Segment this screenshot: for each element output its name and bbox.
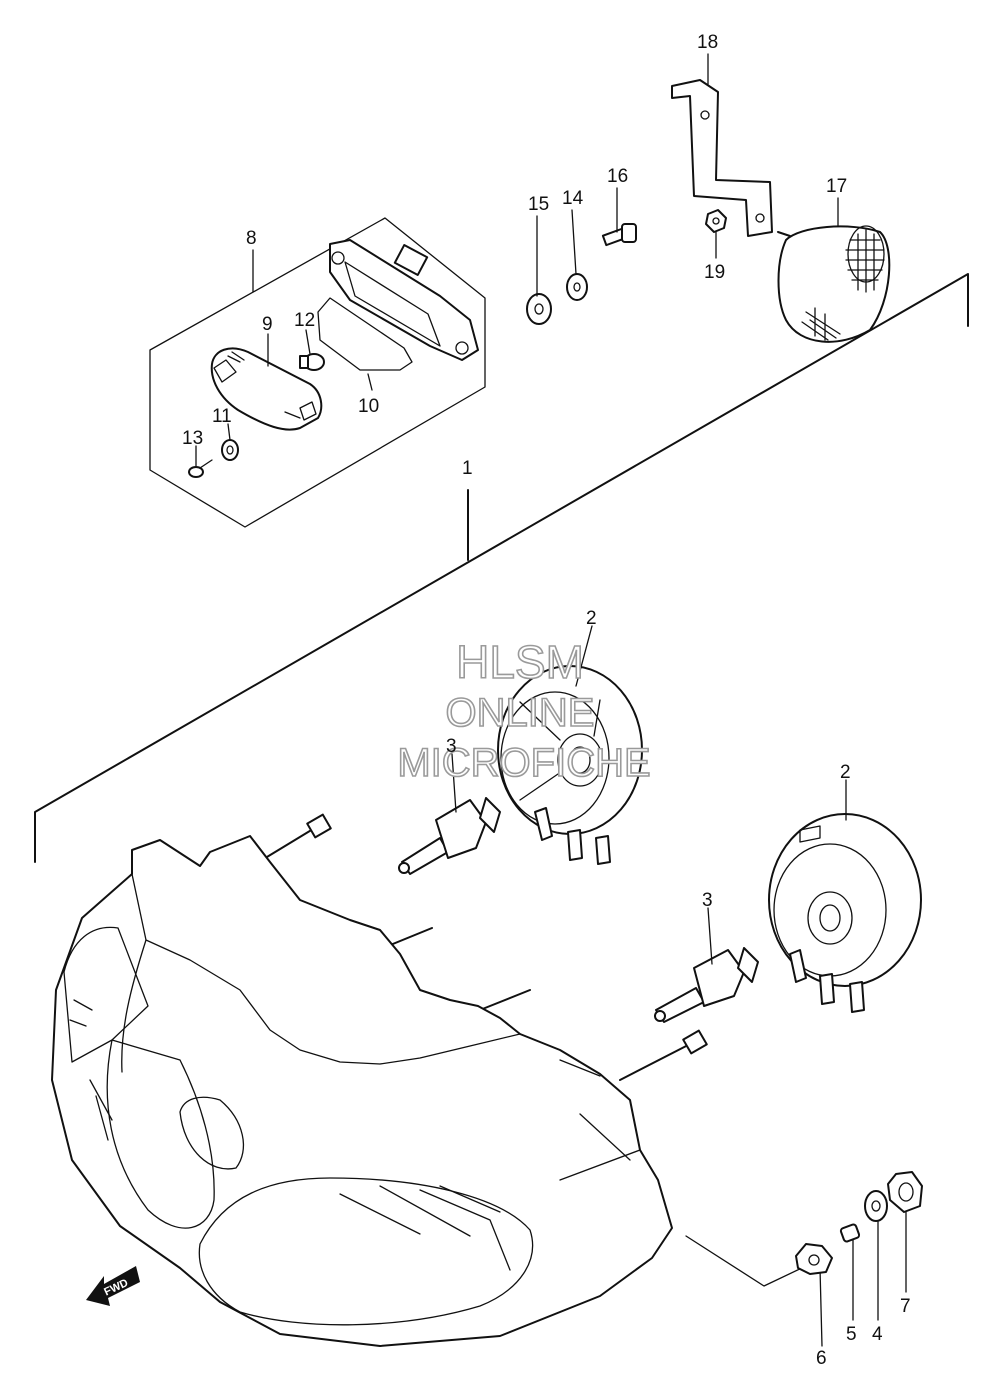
callout-13: 13 bbox=[182, 428, 203, 449]
grommet-6 bbox=[795, 1243, 833, 1275]
bolt-16 bbox=[601, 223, 637, 247]
callout-18: 18 bbox=[697, 32, 718, 53]
turn-signal-subassembly-box bbox=[149, 217, 486, 528]
bulb-socket-upper bbox=[497, 665, 643, 865]
headlight-bulb-upper bbox=[398, 797, 501, 875]
callout-19: 19 bbox=[704, 262, 725, 283]
callout-12: 12 bbox=[294, 310, 315, 331]
collar-5 bbox=[839, 1223, 861, 1243]
callout-labels: 1 2 2 3 3 4 5 6 7 8 9 10 11 12 13 14 15 … bbox=[182, 32, 911, 1369]
watermark-line-1: HLSM bbox=[456, 636, 584, 688]
reflector-17 bbox=[777, 225, 891, 343]
washer-15 bbox=[526, 293, 552, 325]
watermark: HLSM ONLINE MICROFICHE bbox=[397, 635, 652, 786]
leader-lines bbox=[195, 53, 907, 1347]
watermark-line-2: ONLINE bbox=[446, 691, 595, 735]
callout-3-upper: 3 bbox=[446, 736, 457, 757]
callout-11: 11 bbox=[212, 406, 232, 427]
gasket bbox=[317, 297, 413, 371]
callout-7: 7 bbox=[900, 1296, 911, 1317]
assembly-bracket-1 bbox=[34, 273, 969, 863]
callout-3-lower: 3 bbox=[702, 890, 713, 911]
callout-10: 10 bbox=[358, 396, 379, 417]
bulb bbox=[299, 353, 325, 371]
callout-2-upper: 2 bbox=[586, 608, 597, 629]
callout-9: 9 bbox=[262, 314, 273, 335]
washer-4 bbox=[864, 1190, 888, 1222]
turn-signal-housing bbox=[329, 239, 479, 361]
callout-14: 14 bbox=[562, 188, 584, 209]
forward-direction-marker: FWD bbox=[86, 1266, 140, 1306]
washer-small bbox=[221, 439, 239, 461]
callout-2-lower: 2 bbox=[840, 762, 851, 783]
callout-4: 4 bbox=[872, 1324, 883, 1345]
callout-17: 17 bbox=[826, 176, 847, 197]
turn-signal-lens bbox=[210, 347, 323, 431]
bracket-18 bbox=[671, 79, 773, 237]
callout-1: 1 bbox=[462, 458, 473, 479]
callout-6: 6 bbox=[816, 1348, 827, 1369]
nut-19 bbox=[705, 209, 727, 233]
callout-5: 5 bbox=[846, 1324, 857, 1345]
screw-small bbox=[188, 459, 213, 478]
washer-14 bbox=[566, 273, 588, 301]
callout-8: 8 bbox=[246, 228, 257, 249]
headlight-screws bbox=[261, 813, 708, 1081]
headlight-assembly bbox=[51, 835, 673, 1347]
watermark-line-3: MICROFICHE bbox=[397, 741, 650, 785]
callout-15: 15 bbox=[528, 194, 549, 215]
nut-7 bbox=[887, 1171, 923, 1213]
fwd-label: FWD bbox=[102, 1277, 130, 1298]
callout-16: 16 bbox=[607, 166, 628, 187]
headlight-bulb-lower bbox=[654, 947, 759, 1023]
bulb-socket-lower bbox=[768, 813, 922, 1013]
